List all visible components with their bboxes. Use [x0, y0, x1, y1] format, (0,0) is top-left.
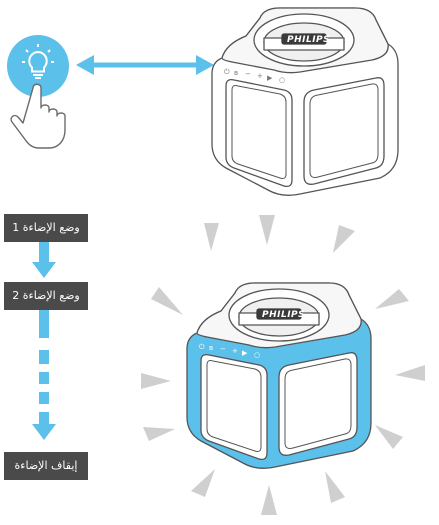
speaker-lit-illustration: ⏻ ʙ − + ▶ ○ PHILIPS: [141, 215, 425, 515]
light-rays: [141, 215, 425, 515]
light-icon: ○: [254, 351, 260, 359]
power-icon: ⏻: [199, 343, 205, 351]
speaker-lit-buttons: ⏻ ʙ − + ▶ ○: [199, 343, 260, 359]
light-button-icon: [7, 35, 69, 97]
minus-icon: −: [245, 70, 251, 78]
top-illustration: ⏻ ʙ − + ▶ ○ PHILIPS: [7, 7, 399, 196]
speaker-lit-brand: PHILIPS: [262, 310, 305, 320]
power-icon: ⏻: [224, 68, 230, 76]
step-light-mode-1: وضع الإضاءة 1: [4, 214, 88, 242]
step-light-off: إيقاف الإضاءة: [4, 452, 88, 480]
minus-icon: −: [220, 345, 226, 353]
plus-icon: +: [232, 347, 238, 355]
light-icon: ○: [279, 76, 285, 84]
speaker-top: [211, 7, 399, 196]
speaker-lit: [186, 282, 372, 469]
double-arrow: [76, 55, 214, 75]
play-pause-icon: ▶: [267, 74, 273, 82]
play-pause-icon: ▶: [242, 349, 248, 357]
plus-icon: +: [257, 72, 263, 80]
step-flow-arrows: [32, 240, 56, 440]
bluetooth-icon: ʙ: [234, 69, 238, 77]
speaker-top-buttons: ⏻ ʙ − + ▶ ○: [224, 68, 285, 84]
speaker-top-brand: PHILIPS: [287, 35, 330, 45]
bluetooth-icon: ʙ: [209, 344, 213, 352]
step-light-mode-2: وضع الإضاءة 2: [4, 282, 88, 310]
pointing-hand-icon: [10, 83, 66, 149]
